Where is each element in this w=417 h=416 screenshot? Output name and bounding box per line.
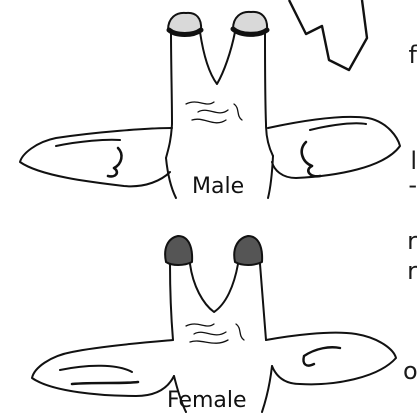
male-label: Male	[192, 174, 244, 200]
female-label: Female	[167, 388, 247, 414]
